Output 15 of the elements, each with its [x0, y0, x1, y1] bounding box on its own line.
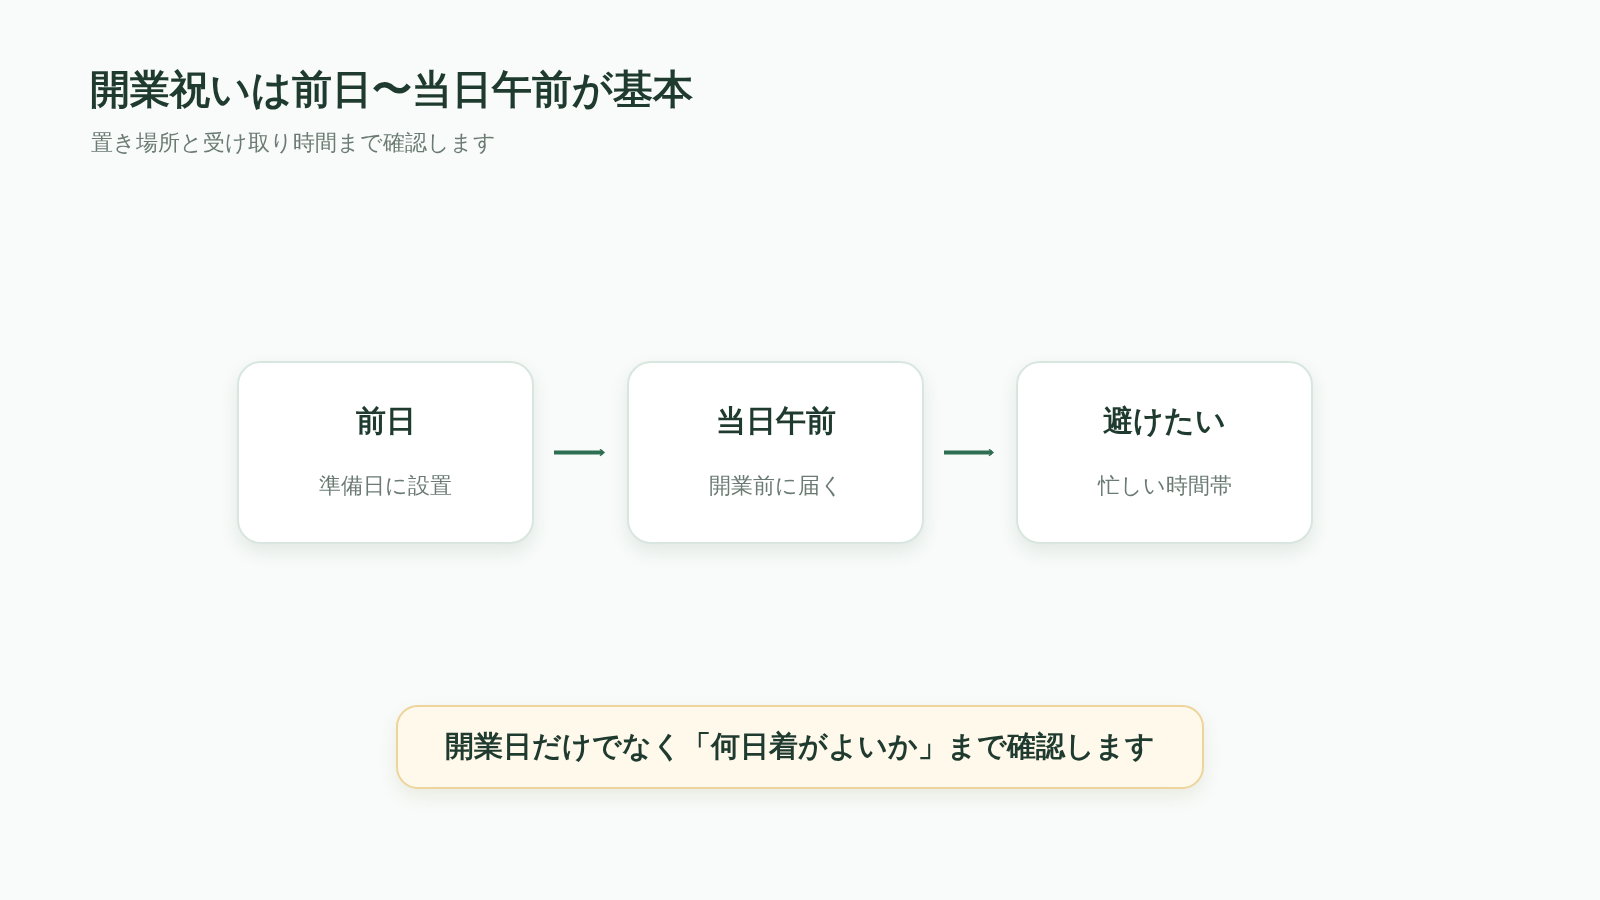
- card-heading: 避けたい: [1102, 402, 1227, 440]
- card-text: 準備日に設置: [318, 472, 453, 500]
- card-text: 開業前に届く: [707, 472, 844, 500]
- arrow: [554, 448, 605, 457]
- card-heading: 当日午前: [714, 402, 837, 440]
- subtitle: 置き場所と受け取り時間まで確認します: [91, 129, 496, 157]
- step-card: [1016, 361, 1313, 544]
- note-box: [396, 705, 1204, 789]
- card-text: 忙しい時間帯: [1096, 472, 1233, 500]
- arrow: [944, 448, 994, 457]
- title: 開業祝いは前日〜当日午前が基本: [90, 65, 693, 114]
- step-card: [627, 361, 924, 544]
- note-text: 開業日だけでなく「何日着がよいか」まで確認します: [445, 728, 1155, 765]
- step-card: [237, 361, 534, 544]
- card-heading: 前日: [354, 402, 417, 440]
